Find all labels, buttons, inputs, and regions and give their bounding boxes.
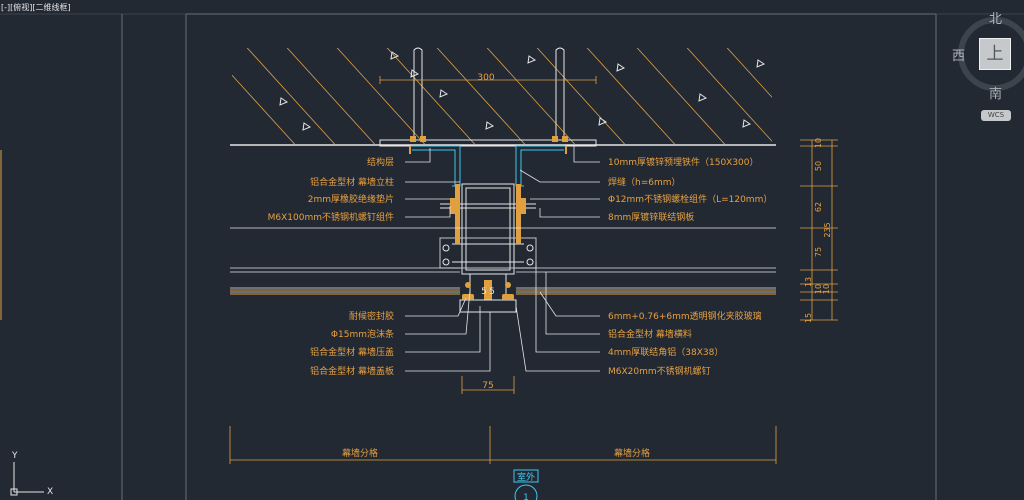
right-label: 10mm厚镀锌预埋铁件（150X300）: [608, 156, 759, 168]
viewcube-top-face[interactable]: 上: [979, 38, 1011, 70]
left-label: 铝合金型材 幕墙立柱: [310, 176, 394, 188]
vertical-dim: 75: [814, 247, 823, 257]
right-label: 8mm厚镀锌联结钢板: [608, 211, 694, 223]
ucs-icon: [10, 462, 44, 496]
compass-north[interactable]: 北: [989, 12, 1003, 27]
concrete-hatch: [232, 48, 772, 144]
wcs-dropdown[interactable]: WCS: [981, 110, 1011, 121]
vertical-dim: 13: [804, 277, 813, 287]
compass-south[interactable]: 南: [989, 87, 1003, 102]
right-label: Φ12mm不锈钢螺栓组件（L=120mm）: [608, 193, 772, 205]
left-label: 铝合金型材 幕墙盖板: [310, 365, 394, 377]
viewcube-ring[interactable]: [958, 17, 1024, 91]
bottom-dim-label: 75: [482, 381, 493, 391]
compass-west[interactable]: 西: [952, 49, 966, 64]
right-label: 焊缝（h=6mm）: [608, 176, 681, 188]
ucs-y-label: Y: [11, 451, 18, 461]
top-dim-label: 300: [477, 73, 494, 83]
vertical-dim: 10: [814, 284, 823, 294]
vertical-dim: 15: [804, 313, 813, 323]
vertical-dim: 50: [814, 161, 823, 171]
right-label: 铝合金型材 幕墙横料: [608, 328, 692, 340]
viewport-label[interactable]: [-][俯视][二维线框]: [1, 3, 71, 12]
ucs-x-label: X: [47, 487, 53, 497]
left-label: 耐候密封胶: [349, 310, 394, 322]
vertical-dim: 235: [823, 222, 832, 237]
left-label: 铝合金型材 幕墙压盖: [310, 346, 394, 358]
module-label: 幕墙分格: [342, 447, 378, 459]
detail-number: 1: [523, 493, 529, 500]
left-label: 2mm厚橡胶绝缘垫片: [308, 193, 394, 205]
left-label: M6X100mm不锈钢机螺钉组件: [268, 211, 394, 223]
right-label: 6mm+0.76+6mm透明钢化夹胶玻璃: [608, 310, 762, 322]
right-label: 4mm厚联结角铝（38X38）: [608, 346, 723, 358]
vertical-dim: 10: [814, 138, 823, 148]
center-dim-label: 5: [481, 287, 487, 297]
center-dim-label-2: 5: [489, 287, 495, 297]
module-label: 幕墙分格: [614, 447, 650, 459]
vertical-dim: 10: [822, 284, 831, 294]
right-label: M6X20mm不锈钢机螺钉: [608, 365, 711, 377]
vertical-dim: 62: [814, 202, 823, 212]
left-label: Φ15mm泡沫条: [331, 328, 394, 340]
exterior-label: 室外: [517, 471, 535, 483]
left-label: 结构层: [367, 156, 394, 168]
